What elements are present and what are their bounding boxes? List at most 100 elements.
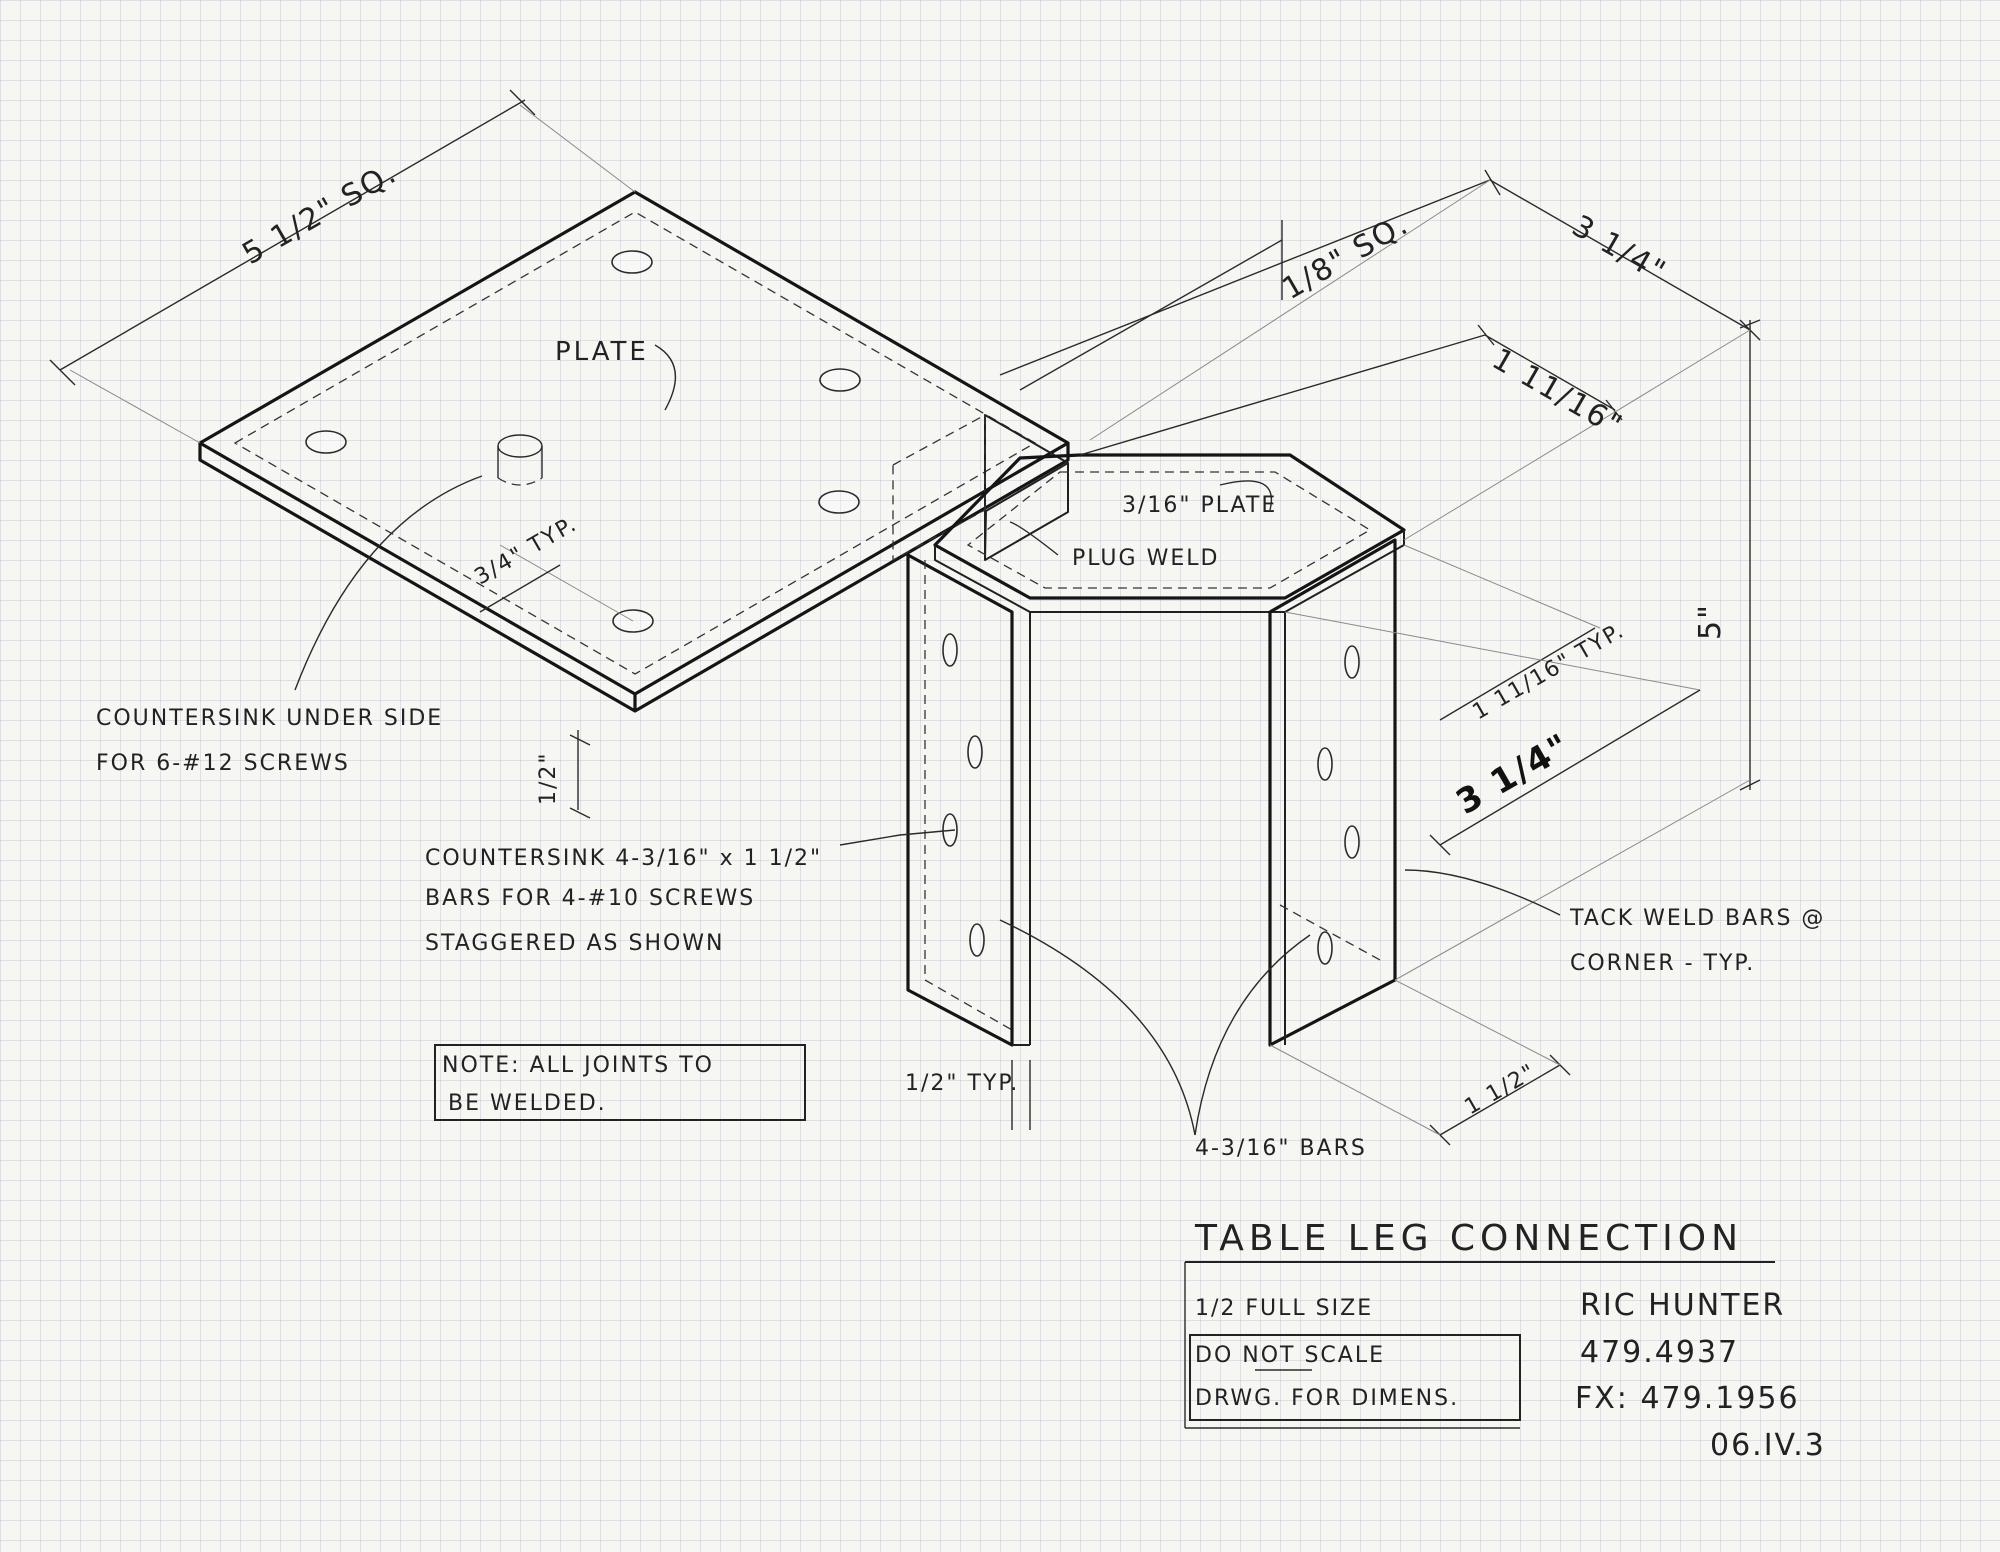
scale-text: 1/2 FULL SIZE [1195, 1296, 1373, 1321]
extension-line [1394, 779, 1751, 981]
leader-bars-left [999, 919, 1196, 1136]
dim-hole-spacing: 3/4" TYP. [471, 511, 582, 590]
note-countersink-bars-2: BARS FOR 4-#10 SCREWS [425, 886, 755, 911]
leg-bars [906, 538, 1397, 1047]
tube-socket [892, 413, 1069, 562]
bottom-plate-hidden [966, 471, 1372, 589]
dim-line-bar-width [1439, 1064, 1561, 1136]
leader-countersink-plate [294, 475, 483, 691]
extension-line [69, 369, 201, 444]
leg-hole [942, 633, 958, 667]
fax-text: FX: 479.1956 [1575, 1381, 1800, 1416]
warning-box [1189, 1334, 1521, 1421]
extension-line [1403, 329, 1751, 541]
leg-hole [1344, 645, 1360, 679]
extension-line [1403, 544, 1601, 629]
dim-tick [569, 807, 591, 819]
date-text: 06.IV.3 [1710, 1428, 1826, 1463]
leader-plate [654, 344, 677, 411]
dim-bar-thickness: 1/2" TYP. [905, 1071, 1019, 1096]
note-box [434, 1044, 806, 1121]
bottom-plate-face [933, 453, 1406, 600]
leader-countersink-bars [839, 829, 956, 846]
countersink-detail [497, 434, 543, 458]
plate-hole [611, 250, 653, 274]
note-bars: 4-3/16" BARS [1195, 1136, 1367, 1161]
note-countersink-plate-2: FOR 6-#12 SCREWS [96, 751, 350, 776]
leader-tack-weld [1404, 869, 1561, 916]
dim-tick [1429, 834, 1451, 856]
bottom-plate [933, 453, 1406, 613]
note-countersink-plate-1: COUNTERSINK UNDER SIDE [96, 706, 443, 731]
countersink-detail-hidden [497, 477, 543, 486]
socket-hidden [892, 413, 986, 562]
plate-hole [818, 490, 860, 514]
plug-weld-label: PLUG WELD [1072, 546, 1219, 571]
dim-line-top [999, 179, 1491, 376]
dim-tick [509, 89, 536, 116]
leader-lines [294, 344, 1561, 1136]
note-countersink-bars-3: STAGGERED AS SHOWN [425, 931, 725, 956]
extension-line [1089, 179, 1491, 441]
plate-hole [819, 368, 861, 392]
hole-spacing-guide [499, 544, 634, 622]
dim-tick [49, 359, 76, 386]
title-text: TABLE LEG CONNECTION [1194, 1218, 1743, 1259]
warning-line-2: DRWG. FOR DIMENS. [1195, 1386, 1459, 1411]
extension-line [1269, 1044, 1441, 1136]
dim-line-inner-width [1484, 334, 1616, 411]
dimension-lines [49, 89, 1761, 1146]
extension-line-inner [1079, 334, 1486, 456]
warning-line-1: DO NOT SCALE [1195, 1343, 1385, 1368]
note-tack-weld-1: TACK WELD BARS @ [1569, 906, 1825, 931]
bottom-plate-label: 3/16" PLATE [1122, 493, 1277, 518]
dim-tick [569, 734, 591, 746]
extension-line [519, 104, 636, 193]
right-leg-front [1268, 538, 1397, 1047]
note-countersink-bars-1: COUNTERSINK 4-3/16" x 1 1/2" [425, 846, 822, 871]
top-plate [198, 190, 1070, 713]
leader-bottom-plate [1219, 480, 1272, 511]
dim-tick [1605, 399, 1623, 421]
dim-inner-width: 1 11/16" [1486, 342, 1629, 445]
author-text: RIC HUNTER [1580, 1288, 1785, 1323]
note-tack-weld-2: CORNER - TYP. [1570, 951, 1755, 976]
dim-line-plate-size [59, 99, 526, 371]
dim-line-outer-width [1489, 179, 1751, 331]
extension-line [1394, 979, 1561, 1066]
dim-tick [1484, 169, 1501, 196]
dim-bar-width: 1 1/2" [1461, 1059, 1541, 1120]
note-joints-1: NOTE: ALL JOINTS TO [442, 1053, 714, 1078]
extension-line [1284, 611, 1701, 691]
dim-bar-spacing: 1 11/16" TYP. [1469, 618, 1630, 725]
dim-tick [1477, 324, 1495, 346]
dim-height: 5" [1693, 603, 1728, 640]
leg-hole [969, 923, 985, 957]
top-plate-edge [198, 443, 1070, 713]
hole-spacing-tick [479, 564, 561, 613]
dim-plate-size: 5 1/2" SQ. [237, 155, 404, 272]
leg-hole [1317, 747, 1333, 781]
note-joints-2: BE WELDED. [448, 1091, 607, 1116]
dim-line-bottom-width [1439, 689, 1701, 846]
left-leg-front [906, 553, 1014, 1047]
leg-hole [967, 735, 983, 769]
right-leg-hidden [1279, 904, 1381, 961]
dim-line-bar-spacing [1439, 627, 1596, 721]
plate-hole [305, 430, 347, 454]
plate-label: PLATE [555, 337, 649, 367]
dim-tick [1739, 319, 1761, 329]
top-plate-hidden-outline [233, 211, 1037, 675]
left-leg-hidden [924, 560, 1013, 1031]
phone-text: 479.4937 [1580, 1335, 1739, 1370]
dim-plate-thickness: 1/2" [536, 751, 561, 805]
leg-hole [1317, 931, 1333, 965]
leg-hole [1344, 825, 1360, 859]
bottom-plate-edge [934, 530, 1405, 613]
title-block: TABLE LEG CONNECTION 1/2 FULL SIZE DO NO… [1184, 1218, 1826, 1463]
dim-tick [1739, 779, 1761, 791]
leader-bars-right [1194, 934, 1311, 1136]
labels: 5 1/2" SQ. PLATE 3/4" TYP. 1/2" 1/8" SQ.… [96, 155, 1825, 1161]
